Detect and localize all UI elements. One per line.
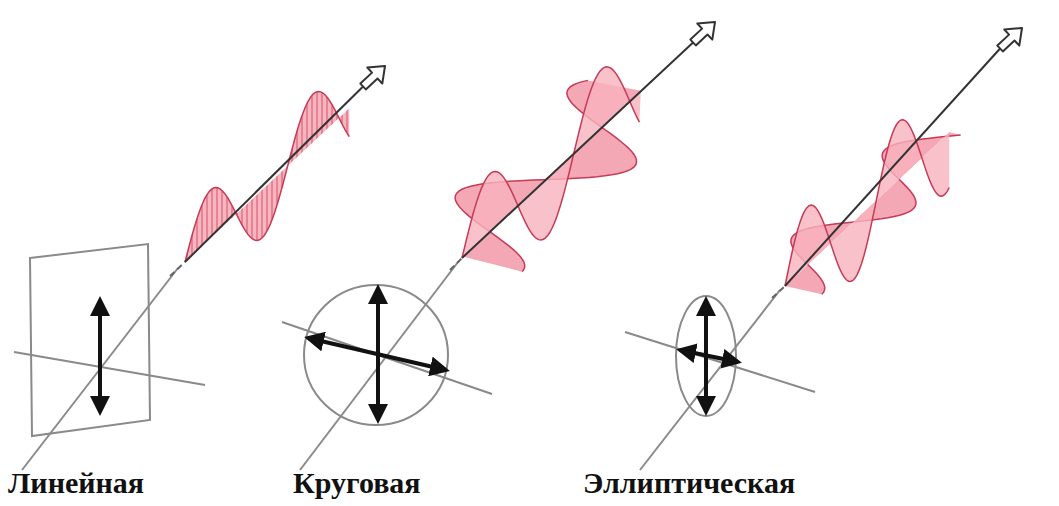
wave-plots xyxy=(170,22,1022,298)
polarization-label: Линейная xyxy=(8,466,144,499)
vertical-wave-edge xyxy=(785,120,949,286)
propagation-axis xyxy=(785,48,1000,286)
axis-dash xyxy=(772,286,785,298)
vertical-wave xyxy=(785,120,949,286)
direction-arrow xyxy=(690,22,715,45)
propagation-axis xyxy=(185,86,363,262)
elliptical-frame xyxy=(625,290,815,470)
axis-dash xyxy=(170,262,185,276)
polarization-label: Эллиптическая xyxy=(583,466,795,499)
direction-arrow xyxy=(360,66,385,89)
circular-frame xyxy=(282,262,492,470)
vertical-wave xyxy=(462,67,641,258)
vertical-wave-edge xyxy=(462,67,639,258)
wave-1 xyxy=(450,22,715,272)
field-vector xyxy=(680,350,738,362)
propagation-axis xyxy=(462,42,693,258)
wave-0 xyxy=(170,66,385,276)
wave-2 xyxy=(772,28,1022,298)
polarization-label: Круговая xyxy=(293,466,421,499)
linear-frame xyxy=(14,244,205,470)
field-vector xyxy=(98,300,102,412)
field-vector xyxy=(308,338,446,370)
axis-dash xyxy=(450,258,462,270)
field-vectors xyxy=(100,288,738,420)
direction-arrow xyxy=(997,28,1022,51)
